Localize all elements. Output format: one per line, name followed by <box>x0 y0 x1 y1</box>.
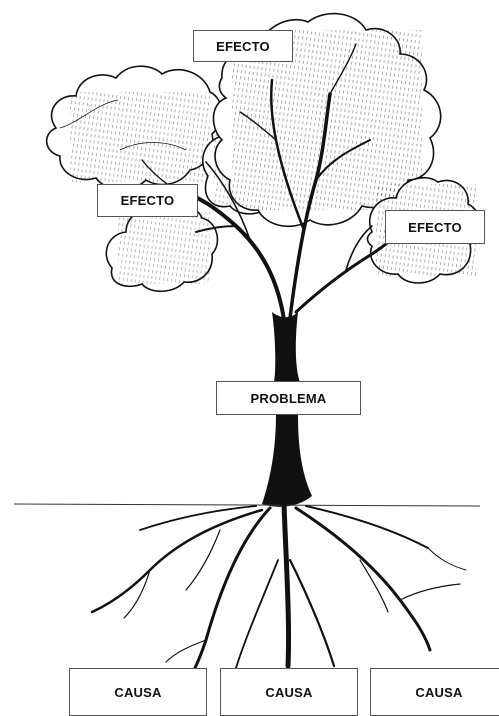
cause-label-1: CAUSA <box>69 668 207 716</box>
trunk <box>272 312 300 382</box>
cause-label-2: CAUSA <box>220 668 358 716</box>
effect-label-left: EFECTO <box>97 184 198 217</box>
effect-label-right: EFECTO <box>385 210 485 244</box>
problem-label: PROBLEMA <box>216 381 361 415</box>
trunk-lower <box>262 414 312 507</box>
roots <box>92 504 466 670</box>
ground-line <box>14 504 480 506</box>
cause-label-3: CAUSA <box>370 668 499 716</box>
effect-label-top: EFECTO <box>193 30 293 62</box>
